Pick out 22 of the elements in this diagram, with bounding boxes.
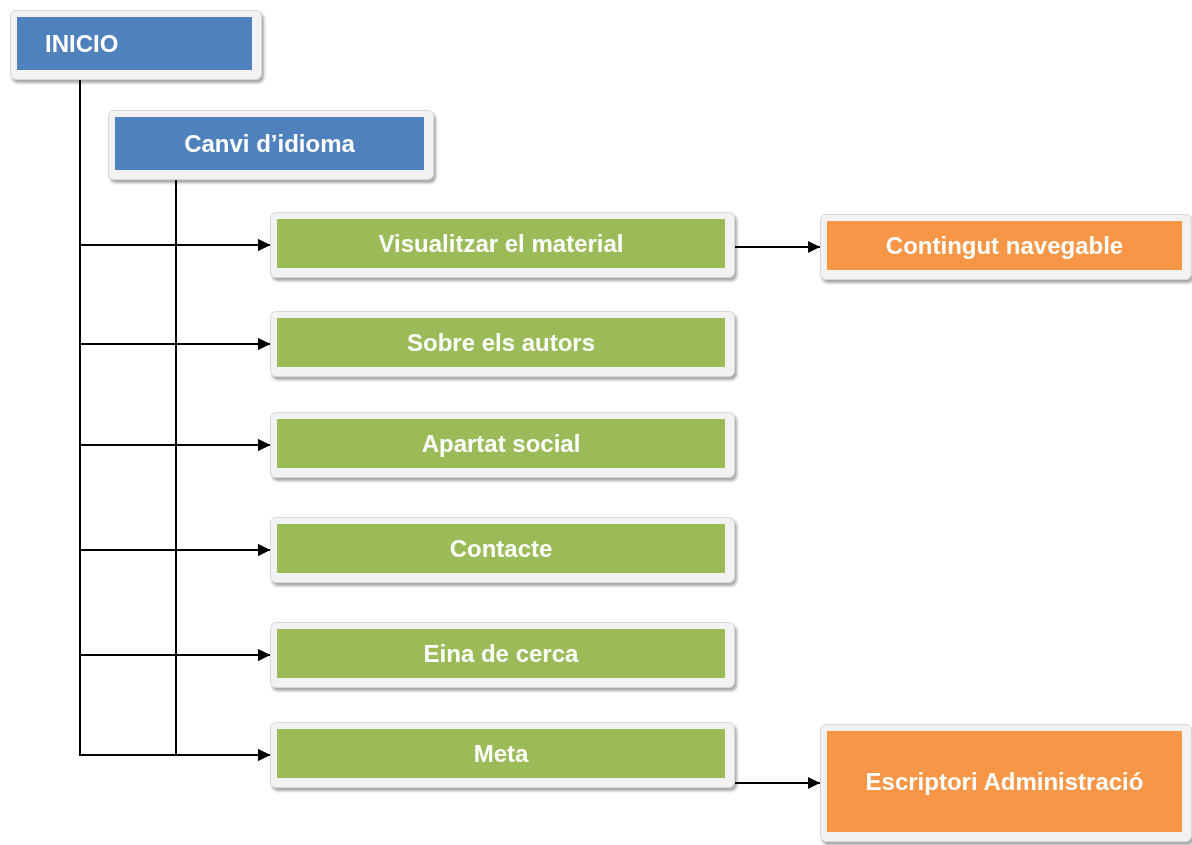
arrow [734, 241, 821, 253]
arrow [734, 777, 821, 789]
box-label: Sobre els autors [405, 327, 597, 358]
box-label: Apartat social [420, 428, 582, 459]
process-box [10, 10, 262, 80]
box-label: Contingut navegable [884, 230, 1125, 261]
process-box [270, 412, 735, 478]
process-box [820, 724, 1192, 842]
box-label: Escriptori Administració [864, 766, 1145, 797]
box-label: Visualitzar el material [377, 228, 625, 259]
box-label: Canvi d’idioma [183, 128, 356, 159]
box-label: Meta [472, 738, 530, 769]
process-box [108, 110, 434, 180]
process-box [820, 214, 1192, 280]
process-box [270, 622, 735, 688]
box-label: Eina de cerca [422, 638, 580, 669]
box-label: Contacte [448, 533, 554, 564]
process-box [270, 212, 735, 278]
process-box [270, 722, 735, 788]
box-label: INICIO [44, 28, 120, 59]
process-box [270, 517, 735, 583]
process-box [270, 311, 735, 377]
